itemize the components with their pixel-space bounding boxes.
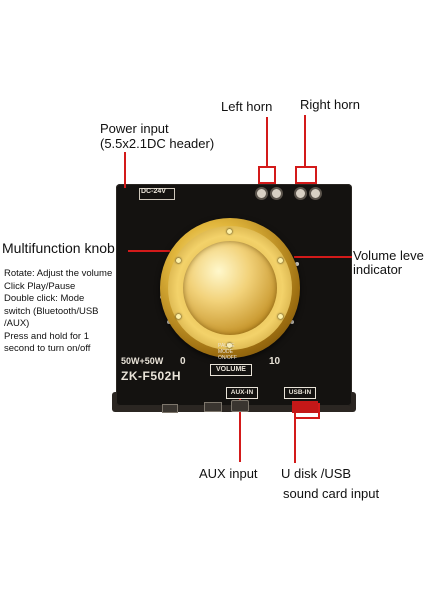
knob-bolt [227,343,232,348]
right-horn-pin [294,187,307,200]
legend-pause: PAUSE [218,343,235,349]
knob-desc-line: Rotate: Adjust the volume [4,268,113,279]
right-horn-label: Right horn [300,97,360,112]
aux-input-label: AUX input [199,466,258,481]
left-horn-label: Left horn [221,99,273,114]
left-horn-pin [255,187,268,200]
model-label: ZK-F502H [121,369,182,383]
power-input-sublabel: (5.5x2.1DC header) [100,136,215,151]
knob-bolt [278,258,283,263]
knob-bolt [176,314,181,319]
aux-label: AUX-IN [230,389,254,396]
wattage-label: 50W+50W [121,356,164,366]
volume-led [295,262,299,266]
volume-min-label: 0 [180,356,186,367]
knob-cap[interactable] [183,241,277,335]
aux-line [239,398,241,462]
power-line [124,152,126,188]
knob-desc-line: Press and hold for 1 [4,330,90,342]
right-horn-pin [309,187,322,200]
knob-bolt [278,314,283,319]
left-horn-line [266,117,268,167]
udisk-label: U disk /USB [281,466,352,481]
multifunction-knob-label: Multifunction knob [2,240,115,256]
sound-card-label: sound card input [283,486,380,501]
micro-usb-port [162,404,178,413]
volume-max-label: 10 [269,356,281,367]
knob-desc-line: Double click: Mode [4,293,85,304]
power-connector [139,188,175,200]
knob-desc-line: Click Play/Pause [4,280,76,292]
legend-onoff: ON/OFF [218,355,237,361]
legend-mode: MODE [218,349,233,355]
volume-label: VOLUME [216,366,246,373]
power-input-label: Power input [100,121,169,136]
usb-port [292,401,318,413]
knob-bolt [227,229,232,234]
volume-line [294,256,352,258]
left-horn-pin [270,187,283,200]
knob-desc-line: /AUX) [4,318,30,329]
usb-label: USB-IN [288,389,312,396]
volume-level-sublabel: indicator [353,262,403,277]
knob-bolt [176,258,181,263]
right-horn-line [304,115,306,167]
right-horn-marker [295,166,317,184]
power-label: DC-24V [141,188,166,195]
knob-desc-line: second to turn on/off [4,343,91,354]
function-legend: PAUSE MODE ON/OFF [218,343,237,361]
left-horn-marker [258,166,276,184]
usb-label-box: USB-IN [284,387,316,399]
volume-label-box: VOLUME [210,364,252,376]
usb-line [294,415,296,463]
aux-label-box: AUX-IN [226,387,258,399]
knob-desc-line: switch (Bluetooth/USB [4,305,99,317]
volume-level-label: Volume level [353,248,424,263]
knob-description: Rotate: Adjust the volume Click Play/Pau… [4,268,112,356]
button-port [204,402,222,412]
volume-led [290,320,294,324]
aux-jack [231,400,249,412]
knob-line [128,250,170,252]
